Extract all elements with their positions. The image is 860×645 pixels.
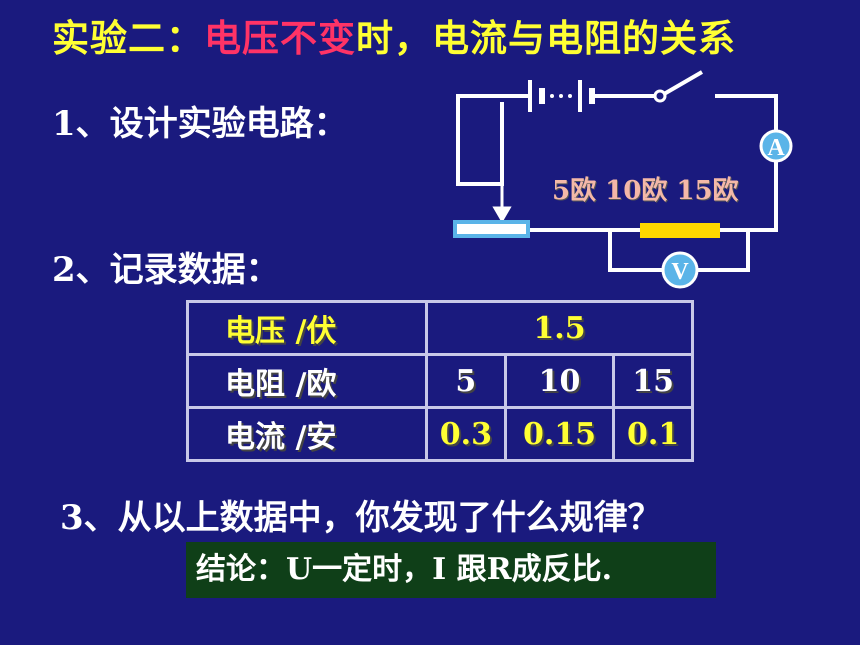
voltmeter bbox=[661, 251, 699, 289]
ammeter bbox=[759, 129, 793, 163]
wire-right bbox=[715, 94, 778, 232]
voltage-header: 电压 /伏 bbox=[186, 300, 428, 356]
ammeter-letter: A bbox=[767, 135, 785, 161]
resistance-value-2: 10 bbox=[503, 353, 616, 409]
resistance-header: 电阻 /欧 bbox=[186, 353, 428, 409]
title-part-experiment: 实验二： bbox=[52, 16, 204, 60]
battery-dot-3 bbox=[568, 94, 572, 98]
wire-left bbox=[456, 94, 530, 186]
wire-voltmeter-loop bbox=[608, 230, 662, 272]
slide-title: 实验二：电压不变时，电流与电阻的关系 bbox=[52, 8, 736, 62]
circuit-diagram: A V bbox=[453, 70, 793, 289]
wire-voltmeter-loop-right bbox=[698, 230, 750, 272]
current-value-2: 0.15 bbox=[503, 406, 616, 462]
switch-lever bbox=[662, 70, 704, 96]
voltage-value: 1.5 bbox=[425, 300, 694, 356]
switch-pivot bbox=[653, 89, 667, 103]
step-find-pattern: 3、从以上数据中，你发现了什么规律？ bbox=[60, 498, 662, 538]
table-row-current: 电流 /安 0.3 0.15 0.1 bbox=[186, 406, 694, 462]
resistance-value-3: 15 bbox=[612, 353, 694, 409]
table-row-voltage: 电压 /伏 1.5 bbox=[186, 300, 694, 356]
resistor-values-label: 5欧 10欧 15欧 bbox=[552, 176, 739, 206]
sliding-rheostat bbox=[453, 220, 530, 238]
battery-dot-2 bbox=[559, 94, 563, 98]
resistance-value-1: 5 bbox=[425, 353, 507, 409]
fixed-resistor bbox=[640, 223, 720, 238]
rheostat-slider-arrow bbox=[492, 206, 512, 223]
table-row-resistance: 电阻 /欧 5 10 15 bbox=[186, 353, 694, 409]
conclusion-box: 结论：U一定时，I 跟R成反比. bbox=[186, 542, 716, 598]
current-value-3: 0.1 bbox=[612, 406, 694, 462]
title-part-constant-voltage: 电压不变 bbox=[204, 16, 356, 60]
step-design-circuit: 1、设计实验电路： bbox=[52, 104, 348, 144]
battery-dot-1 bbox=[550, 94, 554, 98]
step-record-data: 2、记录数据： bbox=[52, 250, 280, 290]
title-part-relation: 时，电流与电阻的关系 bbox=[356, 16, 736, 60]
data-table: 电压 /伏 1.5 电阻 /欧 5 10 15 电流 /安 0.3 0.15 0… bbox=[186, 300, 694, 462]
voltmeter-letter: V bbox=[671, 259, 689, 285]
current-header: 电流 /安 bbox=[186, 406, 428, 462]
current-value-1: 0.3 bbox=[425, 406, 507, 462]
